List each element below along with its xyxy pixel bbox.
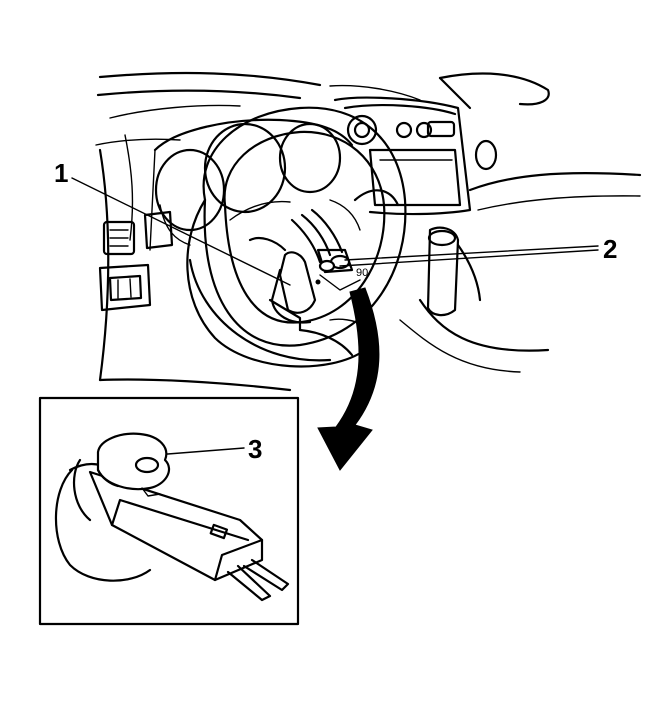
leader-line-3 [154, 447, 245, 456]
svg-text:90: 90 [356, 267, 368, 279]
leader-line-1 [71, 177, 291, 286]
detail-inset [38, 396, 300, 626]
center-console [333, 96, 642, 373]
inset-frame [38, 396, 300, 626]
wheel-connector-area: 90 [268, 208, 368, 332]
callout-3: 3 [248, 434, 262, 464]
dashboard-outline [95, 71, 550, 392]
left-dash-switches [98, 210, 174, 312]
curved-arrow [317, 287, 380, 471]
steering-wheel [186, 106, 407, 368]
callout-2: 2 [603, 234, 617, 264]
leader-line-2b [339, 249, 599, 267]
callout-1: 1 [54, 158, 68, 188]
leader-lines [71, 177, 599, 456]
leader-line-2a [344, 245, 599, 261]
